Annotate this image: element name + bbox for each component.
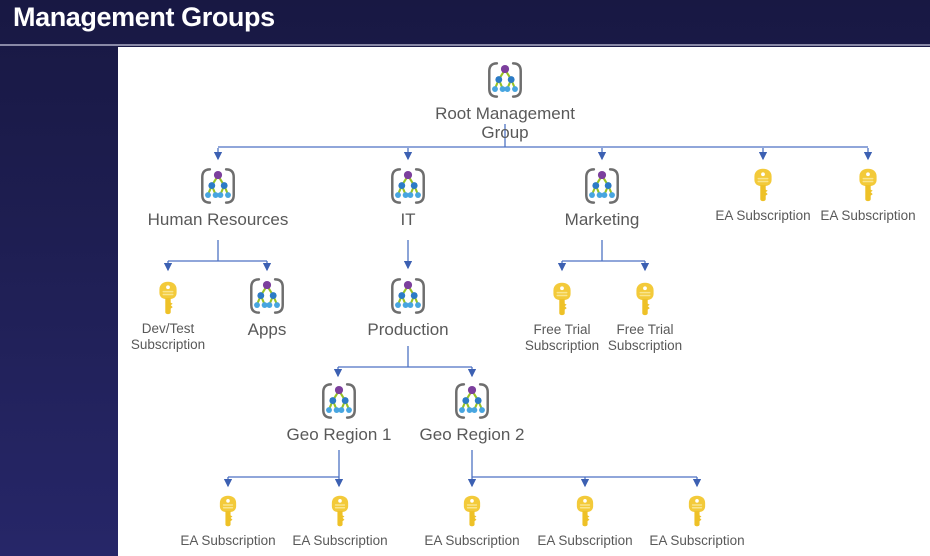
subscription-key-icon [553, 282, 571, 316]
node-label: Dev/Test Subscription [130, 321, 206, 353]
subscription-key-icon [159, 281, 177, 315]
subscription-key-icon [463, 495, 481, 527]
node-marketing: Marketing [527, 166, 677, 230]
node-geo2-ea-subscription-3: EA Subscription [642, 494, 752, 549]
node-label: Geo Region 1 [286, 425, 392, 444]
node-label: EA Subscription [292, 533, 388, 548]
node-label: IT [400, 210, 416, 229]
node-label: Production [367, 320, 449, 339]
management-group-icon [585, 168, 619, 204]
management-group-icon [250, 278, 284, 314]
node-ea-subscription-1: EA Subscription [708, 167, 818, 224]
node-label: EA Subscription [649, 533, 745, 548]
node-label: Apps [247, 320, 287, 339]
management-group-icon [322, 383, 356, 419]
node-apps: Apps [192, 276, 342, 340]
management-group-icon [455, 383, 489, 419]
node-label: Geo Region 2 [419, 425, 525, 444]
management-group-icon [488, 62, 522, 98]
node-devtest-subscription: Dev/Test Subscription [123, 280, 213, 353]
node-label: EA Subscription [424, 533, 520, 548]
node-label: EA Subscription [820, 208, 916, 223]
node-label: Root Management Group [435, 104, 575, 142]
node-human-resources: Human Resources [143, 166, 293, 230]
subscription-key-icon [859, 168, 877, 202]
node-label: Human Resources [147, 210, 289, 229]
subscription-key-icon [754, 168, 772, 202]
node-geo1-ea-subscription-1: EA Subscription [173, 494, 283, 549]
node-geo2-ea-subscription-1: EA Subscription [417, 494, 527, 549]
node-geo-region-2: Geo Region 2 [397, 381, 547, 445]
node-label: Free Trial Subscription [524, 322, 600, 354]
management-group-icon [201, 168, 235, 204]
page-title: Management Groups [13, 2, 275, 32]
title-divider-line [0, 44, 930, 46]
node-it: IT [333, 166, 483, 230]
node-root-management-group: Root Management Group [415, 60, 595, 142]
subscription-key-icon [636, 282, 654, 316]
subscription-key-icon [219, 495, 237, 527]
node-production: Production [333, 276, 483, 340]
diagram-panel [118, 47, 930, 556]
node-label: EA Subscription [715, 208, 811, 223]
node-geo2-ea-subscription-2: EA Subscription [530, 494, 640, 549]
management-group-icon [391, 168, 425, 204]
node-label: EA Subscription [180, 533, 276, 548]
node-label: Marketing [564, 210, 640, 229]
node-free-trial-subscription-2: Free Trial Subscription [600, 281, 690, 354]
node-label: Free Trial Subscription [607, 322, 683, 354]
management-group-icon [391, 278, 425, 314]
subscription-key-icon [331, 495, 349, 527]
node-ea-subscription-2: EA Subscription [813, 167, 923, 224]
subscription-key-icon [576, 495, 594, 527]
node-geo1-ea-subscription-2: EA Subscription [285, 494, 395, 549]
node-free-trial-subscription-1: Free Trial Subscription [517, 281, 607, 354]
node-label: EA Subscription [537, 533, 633, 548]
node-geo-region-1: Geo Region 1 [264, 381, 414, 445]
subscription-key-icon [688, 495, 706, 527]
